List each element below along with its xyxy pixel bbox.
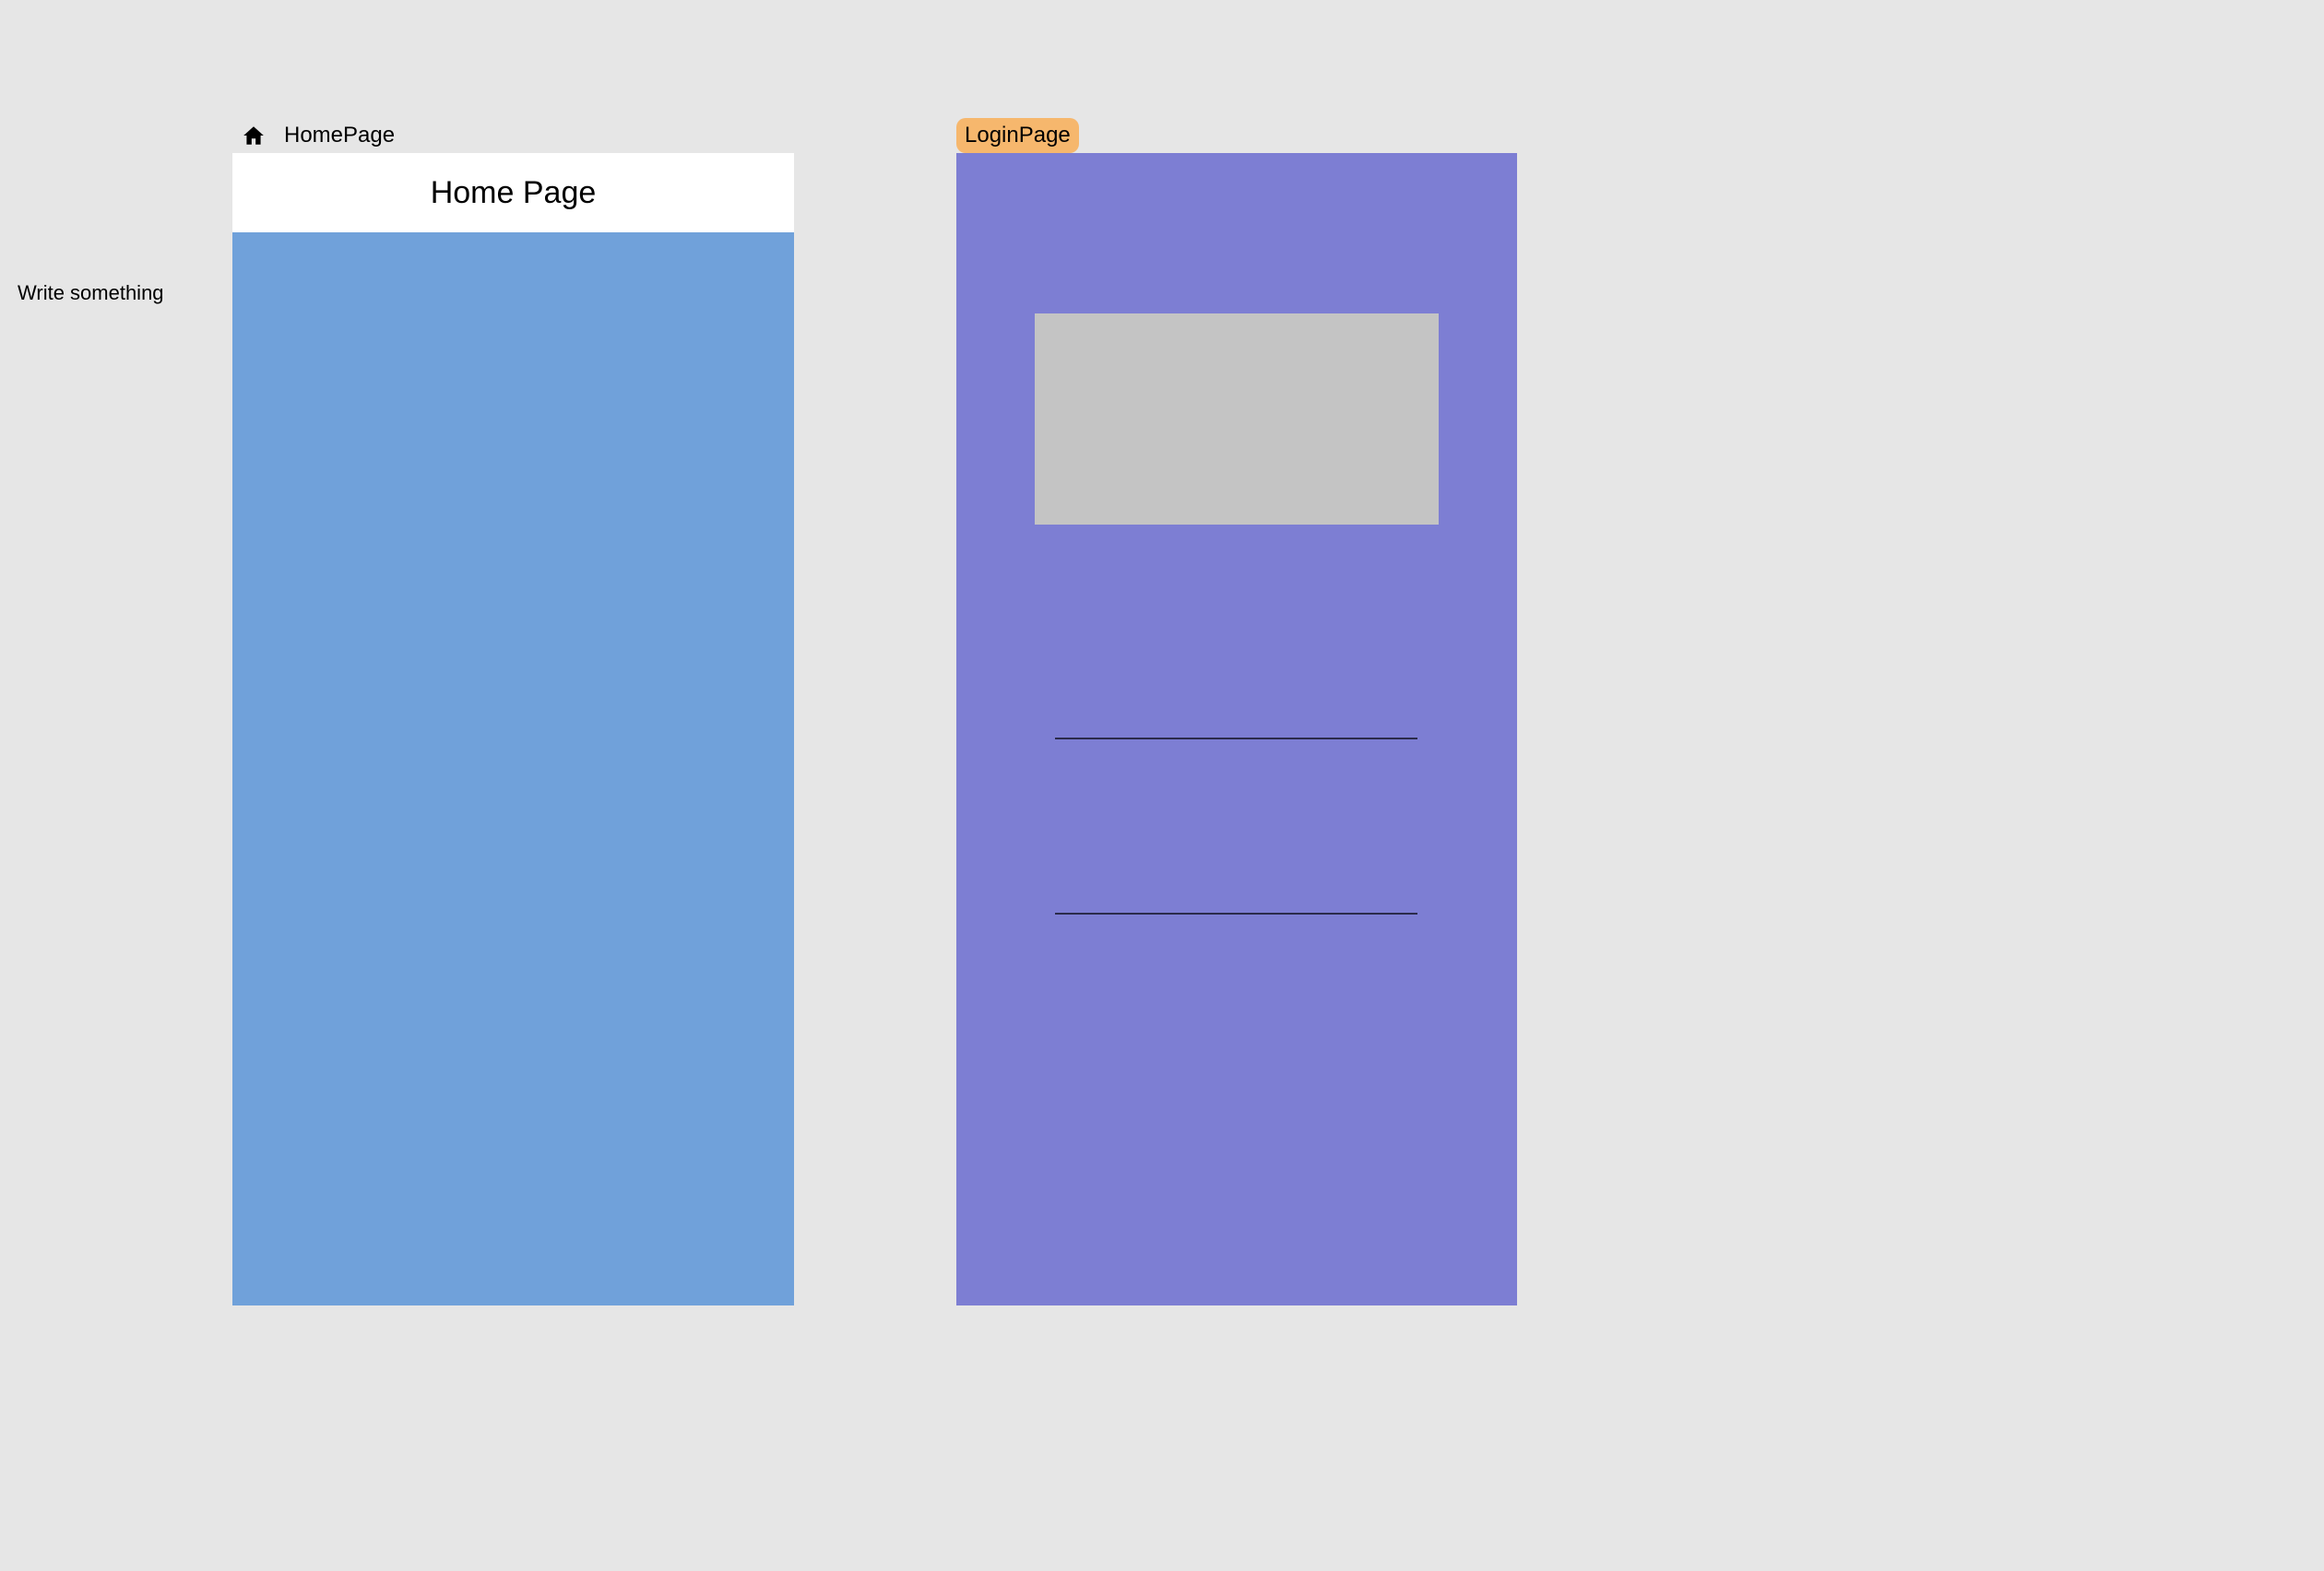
home-frame-label[interactable]: HomePage — [242, 118, 395, 153]
home-page-title: Home Page — [430, 174, 597, 210]
home-icon — [242, 124, 266, 148]
login-frame-label-text: LoginPage — [965, 123, 1071, 148]
home-page-header[interactable]: Home Page — [232, 153, 794, 232]
login-image-placeholder[interactable] — [1035, 313, 1439, 525]
username-input-field[interactable] — [1055, 703, 1417, 739]
canvas-note-text[interactable]: Write something — [18, 281, 164, 304]
login-page-frame[interactable] — [956, 153, 1517, 1305]
login-frame-label[interactable]: LoginPage — [956, 118, 1079, 153]
password-input-field[interactable] — [1055, 878, 1417, 915]
home-frame-label-text: HomePage — [284, 123, 396, 148]
home-page-frame[interactable]: Home Page — [232, 153, 794, 1305]
